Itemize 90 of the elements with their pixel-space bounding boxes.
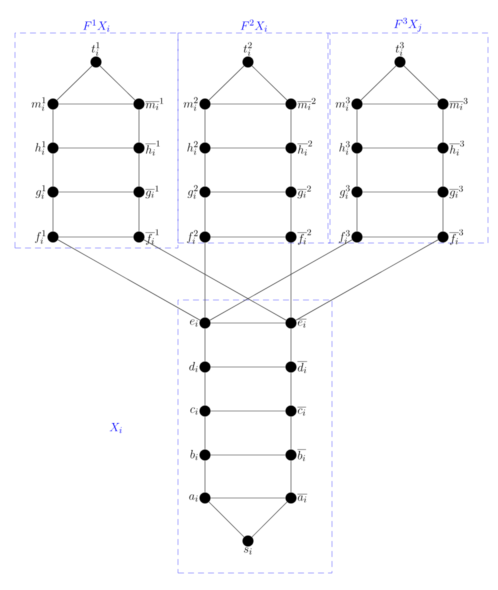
edge-line: [52, 153, 54, 187]
node-label: $\overline{g_i}^3$: [449, 186, 463, 198]
node-label: $F^1X_i$: [83, 20, 110, 32]
edge-line: [52, 197, 54, 232]
node-label: $h_i^1$: [35, 141, 46, 155]
edge-line: [100, 66, 136, 100]
node-label: $\overline{a_i}$: [297, 494, 308, 503]
node-label: $b_i$: [190, 450, 198, 460]
node-label: $t_i^2$: [244, 42, 252, 56]
edge-line: [58, 236, 134, 238]
node-label: $g_i^1$: [36, 185, 46, 199]
node-label: $t_i^1$: [92, 42, 100, 56]
node-label: $a_i$: [189, 494, 198, 502]
node-label: $m_i^1$: [32, 97, 46, 111]
edge-line: [204, 372, 206, 406]
edge-line: [362, 236, 438, 238]
edge-line: [296, 240, 438, 320]
dashed-box: [178, 300, 332, 574]
node-label: $t_i^3$: [396, 42, 404, 56]
node-label: $\overline{m_i}^2$: [297, 98, 316, 110]
edge-line: [290, 197, 292, 232]
edge-line: [356, 109, 358, 143]
edge-line: [356, 153, 358, 187]
edge-line: [204, 328, 206, 362]
node-label: $h_i^3$: [339, 141, 350, 155]
node-label: $\overline{c_i}$: [297, 407, 306, 416]
node-label: $g_i^2$: [188, 185, 198, 199]
edge-line: [138, 153, 140, 187]
edge-line: [290, 372, 292, 406]
edge-line: [252, 502, 288, 538]
edge-line: [290, 109, 292, 143]
edge-line: [144, 240, 286, 320]
node-label: $f_i^2$: [187, 230, 198, 244]
node-label: $\overline{f_i}^3$: [449, 229, 464, 245]
edge-line: [138, 197, 140, 232]
node-label: $\overline{h_i}^3$: [449, 140, 464, 156]
edge-line: [52, 109, 54, 143]
edge-line: [208, 502, 244, 538]
edge-line: [210, 410, 286, 412]
edge-line: [290, 416, 292, 450]
node-label: $f_i^3$: [339, 230, 350, 244]
edge-line: [252, 66, 288, 100]
node-label: $m_i^2$: [184, 97, 198, 111]
node-label: $\overline{e_i}$: [297, 319, 306, 328]
edge-line: [210, 240, 352, 320]
edge-line: [204, 153, 206, 187]
edge-line: [360, 66, 396, 100]
node-label: $f_i^1$: [35, 230, 46, 244]
edge-line: [442, 197, 444, 232]
edge-line: [204, 416, 206, 450]
edge-line: [356, 197, 358, 232]
edge-line: [290, 328, 292, 362]
edge-line: [204, 242, 206, 318]
node-label: $c_i$: [190, 407, 198, 415]
node-label: $\overline{h_i}^1$: [145, 140, 160, 156]
node-label: $m_i^3$: [336, 97, 350, 111]
node-label: $\overline{h_i}^2$: [297, 140, 312, 156]
edge-line: [210, 322, 286, 324]
node-label: $\overline{f_i}^2$: [297, 229, 311, 245]
edge-line: [290, 153, 292, 187]
edge-line: [442, 153, 444, 187]
edge-line: [204, 197, 206, 232]
edge-line: [210, 236, 286, 238]
node-label: $\overline{f_i}^1$: [145, 229, 159, 245]
node-label: $\overline{m_i}^3$: [449, 98, 468, 110]
edge-line: [138, 109, 140, 143]
edge-line: [56, 66, 92, 100]
edge-line: [208, 66, 244, 100]
node-label: $\overline{g_i}^2$: [297, 186, 311, 198]
node-label: $h_i^2$: [187, 141, 198, 155]
edge-line: [58, 240, 200, 320]
node-label: $s_i$: [244, 547, 252, 554]
node-label: $g_i^3$: [340, 185, 350, 199]
edge-line: [204, 460, 206, 493]
edge-line: [442, 109, 444, 143]
edge-line: [210, 366, 286, 368]
node-label: $\overline{m_i}^1$: [145, 98, 164, 110]
node-label: $F^3X_j$: [394, 18, 422, 32]
edge-line: [290, 242, 292, 318]
box-label: $X_i$: [110, 423, 122, 434]
edge-line: [290, 460, 292, 493]
node-label: $F^2X_i$: [240, 20, 267, 32]
node-label: $\overline{d_i}$: [297, 362, 308, 374]
edge-line: [404, 66, 440, 100]
edge-line: [204, 109, 206, 143]
node-label: $\overline{b_i}$: [297, 450, 306, 462]
node-label: $e_i$: [190, 319, 198, 327]
edge-line: [210, 454, 286, 456]
node-label: $\overline{g_i}^1$: [145, 186, 159, 198]
node-label: $d_i$: [189, 362, 198, 372]
